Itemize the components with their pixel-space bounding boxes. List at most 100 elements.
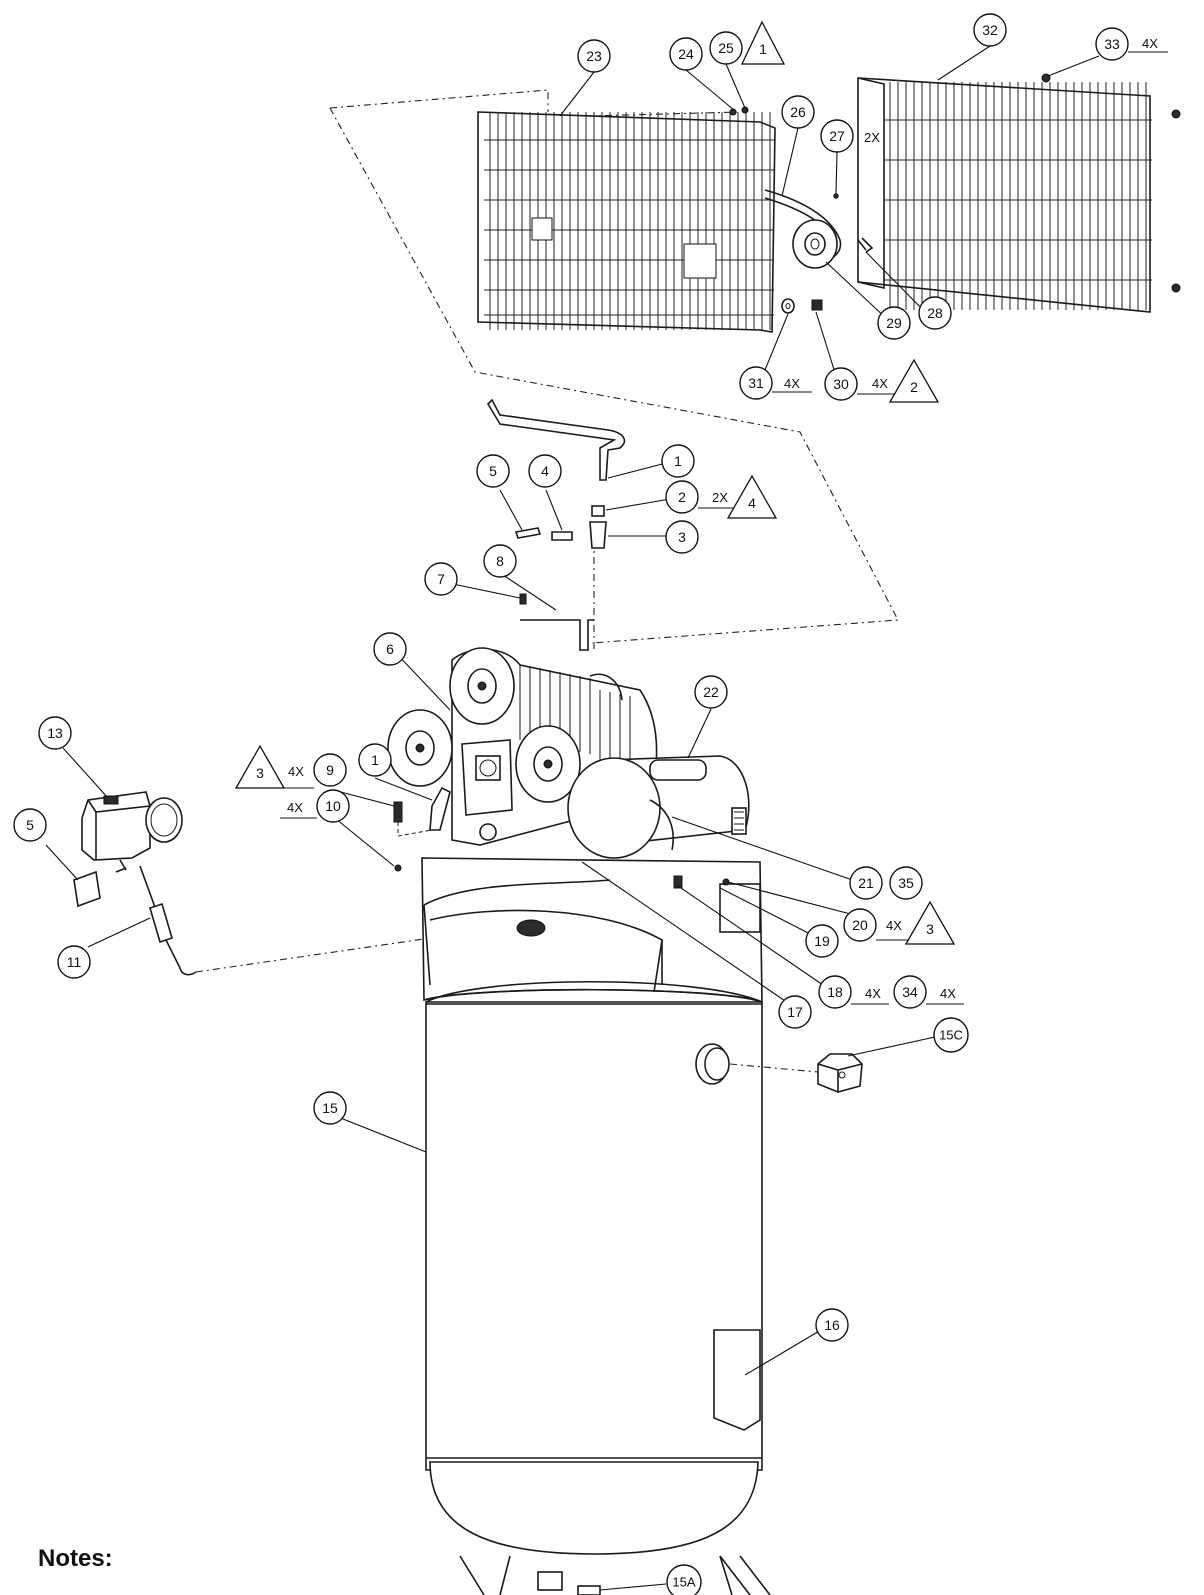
electric-motor (567, 755, 750, 859)
svg-text:33: 33 (1104, 36, 1120, 52)
callout-15C: 15C (933, 1017, 969, 1053)
outlet-tube (486, 398, 626, 481)
svg-text:1: 1 (674, 453, 682, 469)
bolt-9 (393, 801, 403, 823)
callout-6: 6 (373, 632, 407, 666)
air-tank (421, 857, 771, 1595)
belt-guard-leader-line (587, 111, 741, 117)
svg-text:10: 10 (325, 798, 341, 814)
svg-text:4X: 4X (872, 376, 888, 391)
callout-7: 7 (424, 562, 458, 596)
note-triangle-4: 4 (726, 474, 778, 519)
callout-19: 19 (805, 924, 839, 958)
leader-lines (45, 45, 1100, 1591)
svg-text:31: 31 (748, 375, 764, 391)
callout-15A: 15A (666, 1564, 702, 1595)
svg-text:4X: 4X (1142, 36, 1158, 51)
svg-text:15: 15 (322, 1100, 338, 1116)
callout-30: 30 4X (824, 367, 896, 401)
svg-text:28: 28 (927, 305, 943, 321)
svg-text:19: 19 (814, 933, 830, 949)
callout-8: 8 (483, 544, 517, 578)
svg-text:2: 2 (910, 379, 918, 395)
callout-33: 33 4X (1095, 27, 1168, 61)
svg-text:30: 30 (833, 376, 849, 392)
callout-25: 25 (709, 31, 743, 65)
belt-guard-back (477, 111, 776, 333)
callout-5-top: 5 (476, 454, 510, 488)
callout-2: 2 2X (665, 480, 736, 514)
svg-text:2X: 2X (712, 490, 728, 505)
svg-text:4X: 4X (865, 986, 881, 1001)
callout-29: 29 (877, 306, 911, 340)
svg-text:15C: 15C (939, 1028, 963, 1043)
callout-9: 9 4X (284, 753, 347, 789)
screw-7 (519, 593, 527, 605)
svg-text:23: 23 (586, 48, 602, 64)
note-triangle-3-left: 3 (234, 744, 286, 789)
callout-13: 13 (38, 716, 72, 750)
svg-text:22: 22 (703, 684, 719, 700)
svg-text:4X: 4X (886, 918, 902, 933)
svg-text:4: 4 (541, 463, 549, 479)
svg-text:2: 2 (678, 489, 686, 505)
bolt-18 (673, 875, 683, 889)
svg-text:7: 7 (437, 571, 445, 587)
svg-text:4X: 4X (784, 376, 800, 391)
callout-10: 10 4X (280, 789, 350, 823)
svg-text:1: 1 (371, 752, 379, 768)
callout-23: 23 (577, 39, 611, 73)
callout-16: 16 (815, 1308, 849, 1342)
svg-text:13: 13 (47, 725, 63, 741)
assembly-boundary (329, 89, 899, 644)
svg-text:4X: 4X (288, 764, 304, 779)
callout-15: 15 (313, 1091, 347, 1125)
svg-text:21: 21 (858, 875, 874, 891)
svg-text:5: 5 (26, 817, 34, 833)
svg-text:3: 3 (678, 529, 686, 545)
svg-text:3: 3 (926, 921, 934, 937)
svg-text:9: 9 (326, 762, 334, 778)
callout-4: 4 (528, 454, 562, 488)
callout-32: 32 (973, 13, 1007, 47)
washer-and-bolt (781, 298, 823, 314)
tank-plug (729, 1053, 863, 1093)
svg-text:4: 4 (748, 495, 756, 511)
screw-24 (729, 108, 737, 116)
callout-24: 24 (669, 37, 703, 71)
callout-28: 28 (918, 296, 952, 330)
svg-text:32: 32 (982, 22, 998, 38)
svg-text:27: 27 (829, 128, 845, 144)
callout-5-left: 5 (13, 808, 47, 842)
svg-text:26: 26 (790, 104, 806, 120)
svg-text:24: 24 (678, 46, 694, 62)
belt-guard-front-grille (884, 82, 1152, 310)
callout-3: 3 (665, 520, 699, 554)
svg-text:17: 17 (787, 1004, 803, 1020)
svg-text:4X: 4X (287, 800, 303, 815)
pressure-switch (73, 791, 183, 908)
svg-text:16: 16 (824, 1317, 840, 1333)
belt-guard-back-grille (484, 112, 774, 330)
release-tube (514, 527, 542, 539)
svg-text:20: 20 (852, 917, 868, 933)
callout-35: 35 (889, 866, 923, 900)
mounting-bracket (520, 619, 594, 651)
note-triangle-2: 2 (888, 358, 940, 403)
svg-text:25: 25 (718, 40, 734, 56)
svg-text:34: 34 (902, 984, 918, 1000)
svg-text:4X: 4X (940, 986, 956, 1001)
svg-text:3: 3 (256, 765, 264, 781)
callout-21: 21 (849, 866, 883, 900)
callout-26: 26 (781, 95, 815, 129)
belt-and-pulley (764, 189, 874, 269)
notes-heading: Notes: (38, 1545, 113, 1572)
svg-text:1: 1 (759, 41, 767, 57)
svg-text:6: 6 (386, 641, 394, 657)
belt-guard-front (857, 77, 1152, 313)
callout-22: 22 (694, 675, 728, 709)
note-triangle-1: 1 (740, 20, 786, 65)
